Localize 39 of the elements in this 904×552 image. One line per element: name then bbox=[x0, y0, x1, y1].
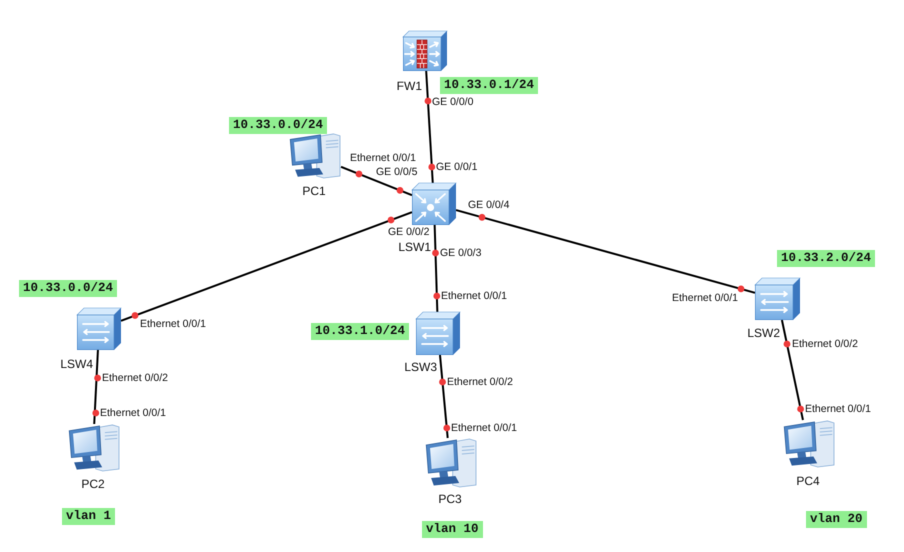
link-line bbox=[93, 350, 99, 424]
port-label: Ethernet 0/0/1 bbox=[350, 152, 416, 164]
port-label: GE 0/0/4 bbox=[468, 199, 510, 211]
device-name: PC1 bbox=[302, 184, 326, 198]
vlan-label: vlan 1 bbox=[62, 508, 116, 525]
link-line bbox=[120, 211, 412, 322]
port-label: GE 0/0/2 bbox=[388, 226, 430, 238]
vlan-label: vlan 20 bbox=[806, 511, 867, 528]
port-label: Ethernet 0/0/2 bbox=[792, 338, 858, 350]
link-line bbox=[456, 209, 756, 294]
link-line bbox=[425, 70, 434, 184]
device-name: LSW1 bbox=[398, 240, 431, 254]
subnet-label: 10.33.0.0/24 bbox=[229, 117, 328, 134]
device-name: PC2 bbox=[81, 477, 105, 491]
port-label: GE 0/0/1 bbox=[436, 161, 478, 173]
port-label: Ethernet 0/0/1 bbox=[140, 318, 206, 330]
subnet-label: 10.33.0.1/24 bbox=[440, 77, 538, 94]
link-line bbox=[434, 224, 438, 312]
port-label: Ethernet 0/0/1 bbox=[672, 292, 738, 304]
port-label: Ethernet 0/0/2 bbox=[102, 372, 168, 384]
subnet-label: 10.33.2.0/24 bbox=[777, 250, 876, 267]
port-label: Ethernet 0/0/1 bbox=[100, 407, 166, 419]
port-label: GE 0/0/0 bbox=[432, 96, 474, 108]
port-label: Ethernet 0/0/1 bbox=[441, 290, 507, 302]
device-name: PC3 bbox=[438, 492, 462, 506]
port-label: GE 0/0/3 bbox=[440, 247, 482, 259]
port-label: Ethernet 0/0/1 bbox=[451, 422, 517, 434]
vlan-label: vlan 10 bbox=[422, 521, 483, 538]
port-label: Ethernet 0/0/1 bbox=[805, 403, 871, 415]
device-name: PC4 bbox=[796, 474, 820, 488]
subnet-label: 10.33.1.0/24 bbox=[311, 323, 410, 340]
device-name: LSW4 bbox=[60, 357, 93, 371]
device-name: LSW3 bbox=[404, 360, 437, 374]
device-name: LSW2 bbox=[747, 326, 780, 340]
subnet-label: 10.33.0.0/24 bbox=[19, 280, 118, 297]
device-name: FW1 bbox=[396, 79, 422, 93]
port-label: Ethernet 0/0/2 bbox=[447, 376, 513, 388]
link-line bbox=[340, 166, 412, 196]
port-label: GE 0/0/5 bbox=[376, 166, 418, 178]
